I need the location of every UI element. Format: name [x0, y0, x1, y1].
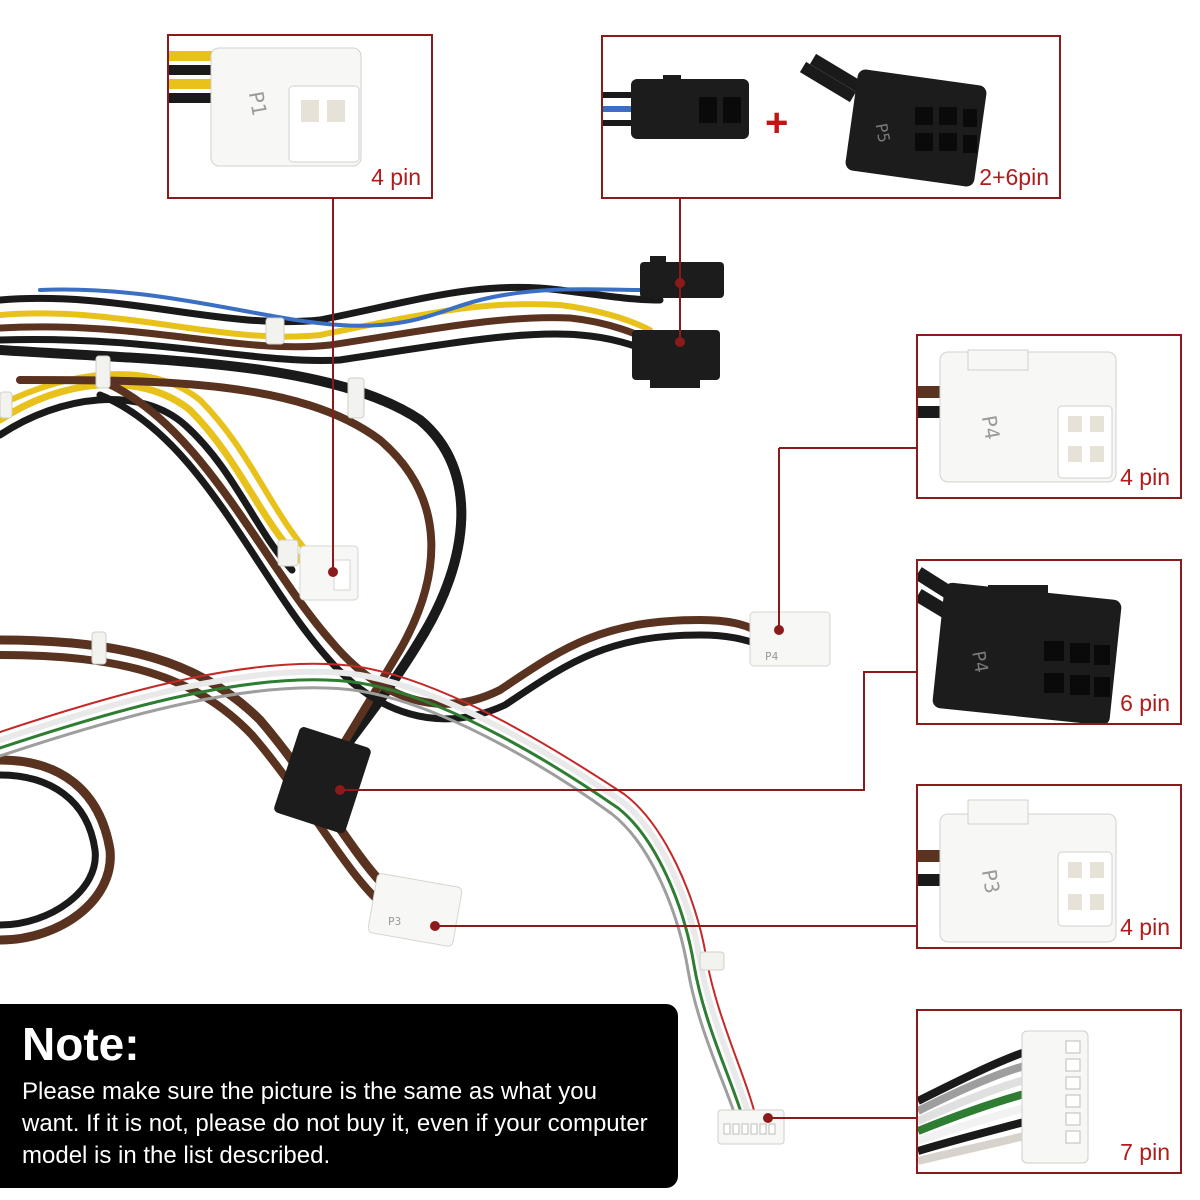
p4-4pin-count: 4 pin [1120, 464, 1170, 490]
7pin-count: 7 pin [1120, 1139, 1170, 1165]
note-box: Note: Please make sure the picture is th… [0, 1004, 678, 1188]
scene-connector-p4: P4 [749, 611, 831, 667]
p5-connector-photo: P5 [603, 53, 987, 187]
p3-pin-count: 4 pin [1120, 914, 1170, 940]
p5-mark: P5 [872, 122, 894, 144]
leader-dots [328, 278, 784, 1123]
callout-p5-2plus6pin: P5 + 2+6pin [601, 35, 1061, 199]
p4-6pin-count: 6 pin [1120, 690, 1170, 716]
plus-sign: + [765, 101, 789, 145]
scene-connector-p3: P3 [367, 873, 463, 947]
p4-6pin-mark: P4 [967, 649, 991, 674]
p4-6pin-connector-photo: P4 [918, 567, 1122, 723]
leader-lines [332, 198, 917, 1119]
p1-mark: P1 [244, 89, 272, 117]
scene-connector-2pin [640, 256, 724, 298]
p3-mark: P3 [977, 867, 1005, 895]
callout-7pin: 7 pin [916, 1009, 1182, 1174]
cable-ties [0, 317, 725, 971]
wire-bundle [0, 283, 759, 1126]
svg-text:P3: P3 [388, 915, 401, 928]
p1-connector-photo: P1 [169, 47, 362, 167]
7pin-connector-photo [918, 1030, 1089, 1165]
callout-p1-4pin: P1 4 pin [167, 34, 433, 199]
scene-connector-6pin-black [274, 727, 371, 834]
note-title: Note: [22, 1018, 140, 1070]
p5-pin-count: 2+6pin [979, 164, 1049, 190]
callout-p4-6pin: P4 6 pin [916, 559, 1182, 725]
p4-mark: P4 [977, 413, 1005, 441]
scene-connector-6pin-top [632, 330, 720, 388]
p1-pin-count: 4 pin [371, 164, 421, 190]
note-body: Please make sure the picture is the same… [22, 1078, 648, 1169]
p3-connector-photo: P3 [918, 799, 1117, 943]
p4-4pin-connector-photo: P4 [918, 349, 1117, 483]
callout-p3-4pin: P3 4 pin [916, 784, 1182, 949]
scene-connector-7pin [717, 1109, 785, 1145]
svg-text:P4: P4 [765, 650, 779, 663]
callout-p4-4pin: P4 4 pin [916, 334, 1182, 499]
